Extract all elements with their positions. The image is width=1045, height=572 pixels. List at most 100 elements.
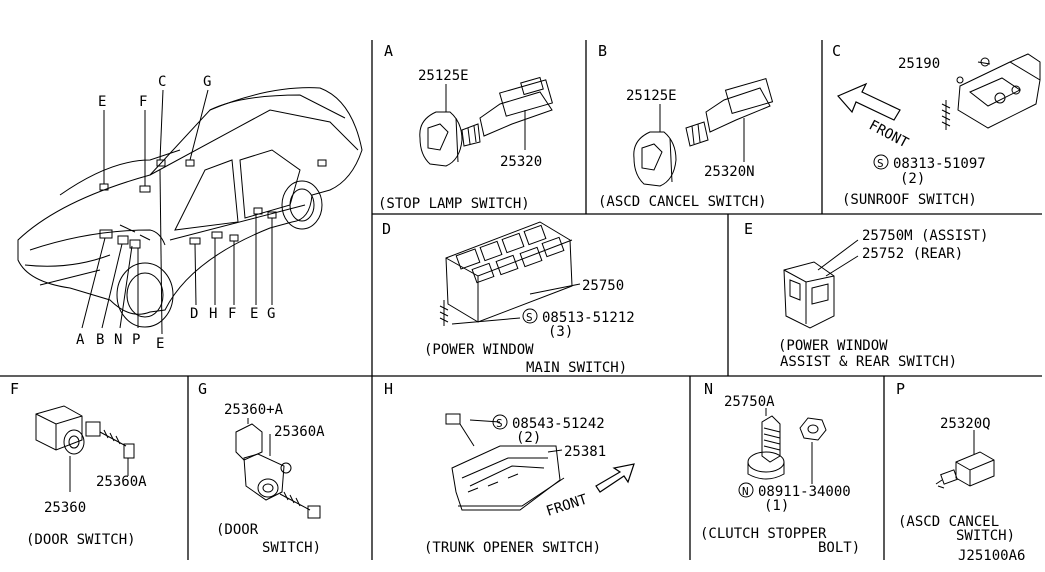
panel-dividers [0, 40, 1042, 560]
part-number: 25320N [704, 164, 755, 180]
part-number: 08313-51097 [893, 156, 986, 172]
panel-f: F 25360A 25360 (DOOR SWITCH) [10, 380, 147, 548]
power-window-main-switch-drawing [439, 221, 581, 326]
panel-a-letter: A [384, 42, 393, 60]
power-window-assist-switch-drawing [783, 239, 859, 329]
part-number: 25320Q [940, 416, 991, 432]
panel-g-caption-line2: SWITCH) [262, 540, 321, 556]
callout-n: N [114, 332, 122, 348]
part-number: 25190 [898, 56, 940, 72]
panel-a: A 25125E 25320 (STOP LAMP SWITCH) [378, 42, 553, 212]
door-switch-drawing [35, 405, 135, 492]
panel-p: P 25320Q (ASCD CANCEL SWITCH) J25100A6 [896, 380, 1025, 564]
part-number: 25750A [724, 394, 775, 410]
panel-d: D 25750 S 08513-51212 (3) (POWER WINDOW … [382, 220, 635, 376]
panel-d-letter: D [382, 220, 391, 238]
n-prefix-circle [738, 482, 754, 498]
panel-d-caption-line2: MAIN SWITCH) [526, 360, 627, 376]
callout-f-bottom: F [228, 306, 236, 322]
part-number: 08911-34000 [758, 484, 851, 500]
part-quantity: (1) [764, 498, 789, 514]
car-outline [17, 87, 363, 328]
stop-lamp-switch-drawing [419, 76, 553, 167]
part-number: 08543-51242 [512, 416, 605, 432]
panel-b-caption: (ASCD CANCEL SWITCH) [598, 194, 767, 210]
s-prefix: S [496, 417, 503, 430]
callout-f-top: F [139, 94, 147, 110]
s-prefix: S [877, 157, 884, 170]
callout-e-top: E [98, 94, 106, 110]
part-quantity: (2) [516, 430, 541, 446]
part-quantity: (3) [548, 324, 573, 340]
panel-e-caption-line1: (POWER WINDOW [778, 338, 888, 354]
front-label: FRONT [866, 117, 911, 151]
panel-g-letter: G [198, 380, 207, 398]
part-number: 25125E [626, 88, 677, 104]
part-number: 25752 (REAR) [862, 246, 963, 262]
part-number: 25750 [582, 278, 624, 294]
n-prefix: N [742, 485, 749, 498]
panel-c: C FRONT 25190 S 08313-51097 (2) (SUNROOF… [832, 42, 1041, 208]
clutch-stopper-bolt-drawing [747, 408, 827, 484]
callout-e-bottom: E [156, 336, 164, 352]
panel-h-caption: (TRUNK OPENER SWITCH) [424, 540, 601, 556]
panel-p-caption-line2: SWITCH) [956, 528, 1015, 544]
panel-e-letter: E [744, 220, 753, 238]
panel-d-caption-line1: (POWER WINDOW [424, 342, 534, 358]
diagram-code: J25100A6 [958, 548, 1025, 564]
panel-n: N 25750A N 08911-34000 (1) (CLUTCH STOPP… [700, 380, 860, 556]
vehicle-overview: E F C G A B N P E D H F E G [17, 74, 363, 352]
callout-h: H [209, 306, 217, 322]
part-quantity: (2) [900, 171, 925, 187]
part-number: 25750M (ASSIST) [862, 228, 988, 244]
s-prefix-circle [492, 414, 508, 430]
panel-p-letter: P [896, 380, 905, 398]
panel-g: G 25360+A 25360A (DOOR SWITCH) [198, 380, 325, 556]
part-number: 25320 [500, 154, 542, 170]
panel-n-caption-line2: BOLT) [818, 540, 860, 556]
panel-n-letter: N [704, 380, 713, 398]
front-label: FRONT [544, 491, 590, 519]
panel-f-letter: F [10, 380, 19, 398]
callout-c-top: C [158, 74, 166, 90]
part-number: 25360+A [224, 402, 284, 418]
door-switch-g-drawing [235, 418, 321, 519]
panel-p-caption-line1: (ASCD CANCEL [898, 514, 999, 530]
part-number: 25381 [564, 444, 606, 460]
panel-n-caption-line1: (CLUTCH STOPPER [700, 526, 827, 542]
trunk-opener-switch-drawing [445, 413, 565, 511]
panel-h: H FRONT S 08543-51242 (2) 25381 (TRUNK O… [384, 380, 635, 556]
ascd-cancel-switch-drawing [633, 78, 774, 187]
part-number: 25360 [44, 500, 86, 516]
panel-g-caption-line1: (DOOR [216, 522, 259, 538]
part-number: 08513-51212 [542, 310, 635, 326]
s-prefix-circle [873, 154, 889, 170]
callout-leaders [81, 89, 273, 335]
callout-e-door: E [250, 306, 258, 322]
part-number: 25125E [418, 68, 469, 84]
panel-e: E 25750M (ASSIST) 25752 (REAR) (POWER WI… [744, 220, 988, 370]
panel-b: B 25125E 25320N (ASCD CANCEL SWITCH) [598, 42, 774, 210]
sunroof-switch-drawing [941, 53, 1041, 130]
panel-b-letter: B [598, 42, 607, 60]
callout-g-bottom: G [267, 306, 275, 322]
s-prefix-circle [522, 308, 538, 324]
panel-f-caption: (DOOR SWITCH) [26, 532, 136, 548]
panel-c-caption: (SUNROOF SWITCH) [842, 192, 977, 208]
callout-g-top: G [203, 74, 211, 90]
callout-p: P [132, 332, 140, 348]
panel-e-caption-line2: ASSIST & REAR SWITCH) [780, 354, 957, 370]
callout-d: D [190, 306, 198, 322]
part-number: 25360A [96, 474, 147, 490]
callout-a: A [76, 332, 85, 348]
panel-a-caption: (STOP LAMP SWITCH) [378, 196, 530, 212]
callout-b: B [96, 332, 104, 348]
panel-c-letter: C [832, 42, 841, 60]
panel-h-letter: H [384, 380, 393, 398]
part-number: 25360A [274, 424, 325, 440]
s-prefix: S [526, 311, 533, 324]
front-arrow [837, 82, 901, 121]
ascd-cancel-switch-p-drawing [935, 430, 995, 489]
front-arrow [595, 463, 635, 493]
